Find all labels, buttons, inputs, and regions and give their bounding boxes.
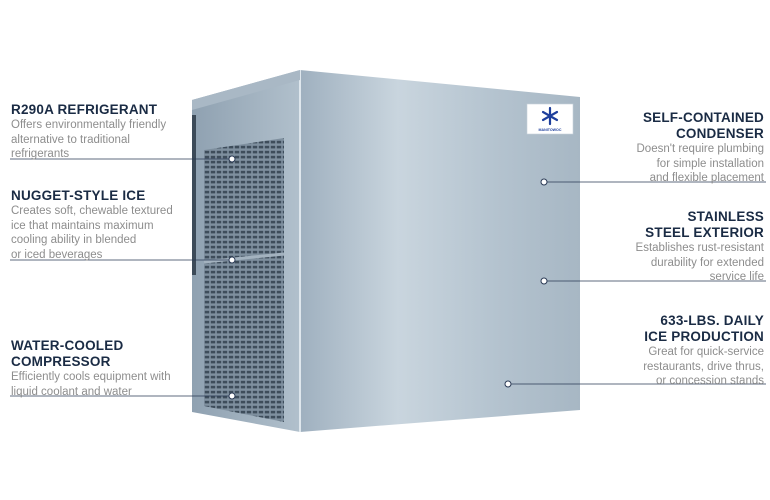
brand-badge-text: MANITOWOC [539,128,562,132]
callout-description: Great for quick-service restaurants, dri… [643,346,764,387]
snowflake-icon [541,106,559,126]
callout-title: WATER-COOLED COMPRESSOR [11,338,124,369]
callout-title: R290A REFRIGERANT [11,102,158,117]
callout-exterior: STAINLESS STEEL EXTERIOR Establishes rus… [636,209,764,285]
marker-dot-nugget-ice [228,256,236,264]
callout-title: 633-LBS. DAILY ICE PRODUCTION [644,313,764,344]
callout-description: Efficiently cools equipment with liquid … [11,371,171,398]
marker-dot-compressor [228,392,236,400]
marker-dot-condenser [540,178,548,186]
callout-condenser: SELF-CONTAINED CONDENSER Doesn't require… [637,110,765,186]
callout-title: SELF-CONTAINED CONDENSER [642,110,764,141]
callout-description: Establishes rust-resistant durability fo… [635,242,764,283]
marker-dot-refrigerant [228,155,236,163]
callout-nugget-ice: NUGGET-STYLE ICE Creates soft, chewable … [11,188,173,262]
callout-description: Creates soft, chewable textured ice that… [11,205,173,261]
callout-production: 633-LBS. DAILY ICE PRODUCTION Great for … [643,313,764,389]
callout-title: NUGGET-STYLE ICE [11,188,146,203]
callout-compressor: WATER-COOLED COMPRESSOR Efficiently cool… [11,338,171,399]
machine-front-panel [300,70,580,432]
callout-title: STAINLESS STEEL EXTERIOR [645,209,764,240]
marker-dot-production [504,380,512,388]
callout-refrigerant: R290A REFRIGERANT Offers environmentally… [11,102,166,162]
callout-description: Doesn't require plumbing for simple inst… [636,143,765,184]
callout-description: Offers environmentally friendly alternat… [11,119,167,160]
marker-dot-exterior [540,277,548,285]
louver-vent [204,138,284,422]
